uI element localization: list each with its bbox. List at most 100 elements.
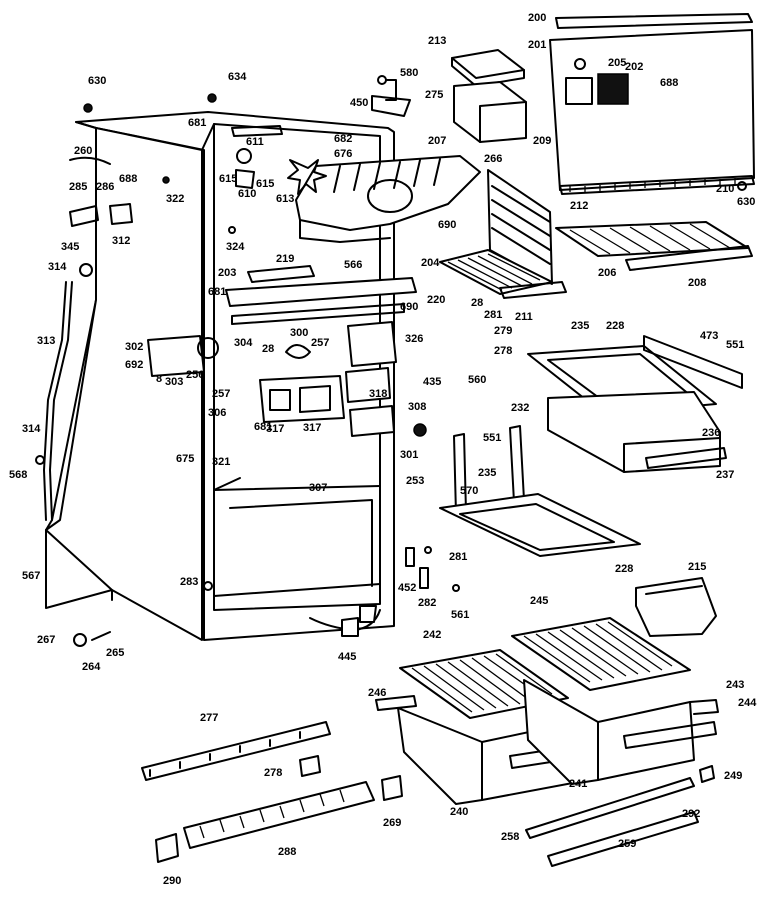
callout-205: 205 — [608, 57, 626, 69]
callout-322: 322 — [166, 193, 184, 205]
power-cord — [309, 605, 381, 637]
callout-219: 219 — [276, 253, 294, 265]
callout-690: 690 — [400, 301, 418, 313]
freezer-door-panel — [549, 13, 755, 195]
callout-257: 257 — [212, 388, 230, 400]
callout-304: 304 — [234, 337, 253, 349]
callout-681: 681 — [254, 421, 272, 433]
callout-676: 676 — [334, 148, 352, 160]
callout-249: 249 — [724, 770, 742, 782]
fasteners — [35, 75, 747, 647]
callout-213: 213 — [428, 35, 446, 47]
callout-630: 630 — [737, 196, 755, 208]
toe-strips — [525, 765, 715, 867]
callout-561: 561 — [451, 609, 469, 621]
callout-688: 688 — [660, 77, 678, 89]
callout-269: 269 — [383, 817, 401, 829]
callout-203: 203 — [218, 267, 236, 279]
freezer-shelf-support — [439, 169, 567, 299]
callout-308: 308 — [408, 401, 426, 413]
callout-345: 345 — [61, 241, 79, 253]
callout-317: 317 — [303, 422, 321, 434]
callout-303: 303 — [165, 376, 183, 388]
cabinet — [45, 111, 395, 641]
callout-243: 243 — [726, 679, 744, 691]
callout-264: 264 — [82, 661, 101, 673]
callout-283: 283 — [180, 576, 198, 588]
callout-681: 681 — [188, 117, 206, 129]
callout-246: 246 — [368, 687, 386, 699]
callout-206: 206 — [598, 267, 616, 279]
callout-212: 212 — [570, 200, 588, 212]
callout-211: 211 — [515, 311, 533, 323]
callout-567: 567 — [22, 570, 40, 582]
callout-551: 551 — [483, 432, 501, 444]
callout-692: 692 — [125, 359, 143, 371]
callout-675: 675 — [176, 453, 194, 465]
callout-210: 210 — [716, 183, 734, 195]
fan-motor — [231, 125, 327, 195]
callout-204: 204 — [421, 257, 440, 269]
callout-682: 682 — [334, 133, 352, 145]
callout-551: 551 — [726, 339, 744, 351]
callout-259: 259 — [618, 838, 636, 850]
small-hardware — [405, 546, 460, 592]
callout-290: 290 — [163, 875, 181, 887]
callout-313: 313 — [37, 335, 55, 347]
callout-688: 688 — [119, 173, 137, 185]
callout-281: 281 — [449, 551, 467, 563]
callout-201: 201 — [528, 39, 546, 51]
callout-317: 317 — [266, 423, 284, 435]
callout-435: 435 — [423, 376, 441, 388]
callout-277: 277 — [200, 712, 218, 724]
callout-445: 445 — [338, 651, 356, 663]
callout-257: 257 — [311, 337, 329, 349]
callout-321: 321 — [212, 456, 230, 468]
callout-235: 235 — [478, 467, 496, 479]
callout-28: 28 — [471, 297, 483, 309]
callout-690: 690 — [438, 219, 456, 231]
callout-452: 452 — [398, 582, 416, 594]
callout-314: 314 — [48, 261, 67, 273]
lower-glass-shelf — [439, 493, 641, 557]
callout-568: 568 — [9, 469, 27, 481]
condensate-tube — [43, 281, 73, 521]
callout-681: 681 — [208, 286, 226, 298]
callout-265: 265 — [106, 647, 124, 659]
callout-613: 613 — [276, 193, 294, 205]
callout-292: 292 — [682, 808, 700, 820]
roller — [299, 755, 321, 777]
callout-200: 200 — [528, 12, 546, 24]
callout-634: 634 — [228, 71, 247, 83]
callout-314: 314 — [22, 423, 41, 435]
callout-215: 215 — [688, 561, 706, 573]
callout-8: 8 — [156, 373, 162, 385]
callout-235: 235 — [571, 320, 589, 332]
callout-312: 312 — [112, 235, 130, 247]
callout-318: 318 — [369, 388, 387, 400]
callout-228: 228 — [606, 320, 624, 332]
control-housing — [147, 321, 427, 437]
callout-232: 232 — [511, 402, 529, 414]
callout-267: 267 — [37, 634, 55, 646]
callout-202: 202 — [625, 61, 643, 73]
callout-324: 324 — [226, 241, 245, 253]
callout-240: 240 — [450, 806, 468, 818]
callout-236: 236 — [702, 427, 720, 439]
callout-560: 560 — [468, 374, 486, 386]
callout-300: 300 — [290, 327, 308, 339]
callout-208: 208 — [688, 277, 706, 289]
base-grille — [155, 775, 403, 863]
callout-307: 307 — [309, 482, 327, 494]
callout-611: 611 — [246, 136, 264, 148]
callout-28: 28 — [262, 343, 274, 355]
callout-228: 228 — [615, 563, 633, 575]
drawer-rail — [141, 721, 331, 781]
ice-bucket — [451, 49, 527, 143]
callout-301: 301 — [400, 449, 418, 461]
callout-260: 260 — [74, 145, 92, 157]
callout-288: 288 — [278, 846, 296, 858]
dairy-tray — [635, 577, 717, 637]
callout-570: 570 — [460, 485, 478, 497]
